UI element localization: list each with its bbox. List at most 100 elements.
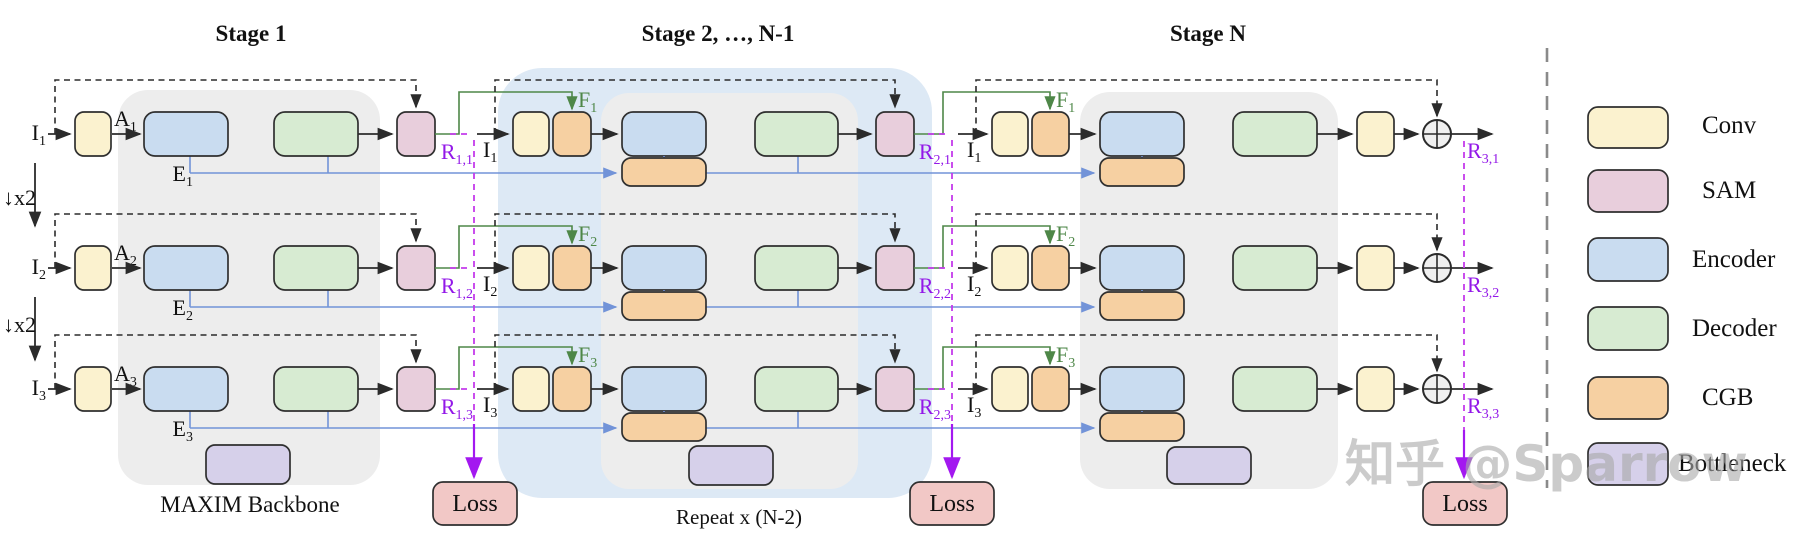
loss-column-stageN: Loss: [1422, 141, 1508, 526]
encoder-block: [143, 111, 229, 157]
residual-dashed-line: [494, 213, 901, 268]
input-label: I3: [483, 392, 497, 421]
feature-inject-line: [914, 225, 1056, 269]
bottleneck-blocks: [205, 444, 1252, 486]
scale-row-3: I3 A3 E3 R1,3 I3 F3 R2,3 I3: [32, 334, 1499, 445]
feature-inject-line: [914, 91, 1056, 135]
conv-block: [991, 111, 1029, 157]
decoder-block: [273, 366, 359, 412]
decoder-block: [754, 366, 839, 412]
decoder-block: [1232, 111, 1318, 157]
restored-label: R1,1: [441, 139, 473, 168]
skip-drop-lines: [189, 156, 329, 173]
feature-label-e: E2: [173, 295, 193, 324]
conv-block: [512, 245, 550, 291]
feature-label-a: A2: [114, 240, 137, 269]
feature-inject-line: [914, 346, 1056, 390]
input-label: I3: [32, 375, 46, 404]
conv-block: [74, 111, 112, 157]
loss-label: Loss: [1442, 491, 1487, 517]
legend-label-encoder: Encoder: [1692, 246, 1776, 273]
restored-label: R1,3: [441, 394, 473, 423]
input-label: I3: [967, 392, 981, 421]
loss-column-stage2: Loss: [909, 140, 995, 526]
residual-dashed-line: [975, 79, 1443, 134]
bottleneck-block: [1166, 446, 1252, 485]
cgb-skip-block: [621, 412, 707, 442]
residual-dashed-line: [54, 213, 422, 268]
feature-label-a: A1: [114, 106, 137, 135]
restored-label: R2,3: [919, 394, 951, 423]
stage1-title: Stage 1: [216, 21, 287, 46]
input-label: I1: [483, 137, 497, 166]
stage-titles: Stage 1 Stage 2, …, N-1 Stage N: [216, 21, 1247, 46]
repeat-caption: Repeat x (N-2): [676, 505, 802, 529]
encoder-block: [143, 245, 229, 291]
conv-block: [512, 111, 550, 157]
legend-swatch-sam: [1587, 169, 1669, 213]
restored-label: R1,2: [441, 273, 473, 302]
sam-block: [396, 111, 436, 157]
feature-label-e: E1: [173, 161, 193, 190]
plus-icon: [1423, 254, 1451, 282]
loss-block: [909, 481, 995, 526]
legend: Conv SAM Encoder Decoder CGB Bottleneck: [1545, 48, 1787, 488]
encoder-block: [143, 366, 229, 412]
legend-swatch-cgb: [1587, 376, 1669, 420]
cgb-skip-block: [1099, 157, 1185, 187]
feature-label-f: F3: [1056, 342, 1075, 371]
sam-block: [396, 245, 436, 291]
input-label: I1: [967, 137, 981, 166]
encoder-block: [621, 245, 707, 291]
decoder-block: [273, 111, 359, 157]
encoder-block: [621, 366, 707, 412]
sam-block: [875, 245, 915, 291]
loss-block: [1422, 481, 1508, 526]
cgb-skip-block: [621, 291, 707, 321]
conv-block: [1356, 245, 1395, 291]
restored-label: R2,1: [919, 139, 951, 168]
cgb-block: [552, 111, 592, 157]
residual-dashed-line: [54, 334, 422, 389]
skip-drop-lines: [189, 411, 329, 428]
restored-label: R3,1: [1467, 138, 1499, 167]
conv-block: [1356, 111, 1395, 157]
feature-label-f: F2: [1056, 221, 1075, 250]
conv-block: [991, 245, 1029, 291]
input-label: I1: [32, 120, 46, 149]
decoder-block: [754, 245, 839, 291]
downsample-label: ↓x2: [3, 312, 36, 337]
decoder-block: [1232, 245, 1318, 291]
downsample-1: ↓x2: [3, 163, 42, 228]
loss-block: [432, 481, 518, 526]
conv-block: [512, 366, 550, 412]
feature-label-e: E3: [173, 416, 193, 445]
residual-dashed-line: [54, 79, 422, 134]
bottleneck-block: [205, 444, 291, 485]
conv-block: [74, 245, 112, 291]
sam-block: [875, 111, 915, 157]
input-label: I2: [483, 271, 497, 300]
loss-column-stage1: Loss: [432, 140, 518, 526]
backbone-caption: MAXIM Backbone: [160, 492, 340, 517]
residual-dashed-line: [975, 334, 1443, 389]
encoder-block: [1099, 111, 1185, 157]
scale-row-1: I1 A1 E1 R1,1 I1 F1 R2,1 I1: [32, 79, 1499, 190]
cgb-skip-block: [1099, 412, 1185, 442]
downsample-label: ↓x2: [3, 185, 36, 210]
decoder-block: [1232, 366, 1318, 412]
legend-swatch-encoder: [1587, 237, 1669, 282]
plus-icon: [1423, 120, 1451, 148]
conv-block: [991, 366, 1029, 412]
residual-dashed-line: [494, 79, 901, 134]
cgb-block: [1031, 245, 1070, 291]
feature-label-f: F1: [1056, 87, 1075, 116]
cgb-block: [552, 366, 592, 412]
loss-label: Loss: [452, 491, 497, 517]
input-label: I2: [32, 254, 46, 283]
cgb-block: [1031, 366, 1070, 412]
cgb-block: [552, 245, 592, 291]
legend-label-cgb: CGB: [1702, 384, 1753, 411]
skip-drop-lines: [189, 290, 329, 307]
restored-label: R2,2: [919, 273, 951, 302]
